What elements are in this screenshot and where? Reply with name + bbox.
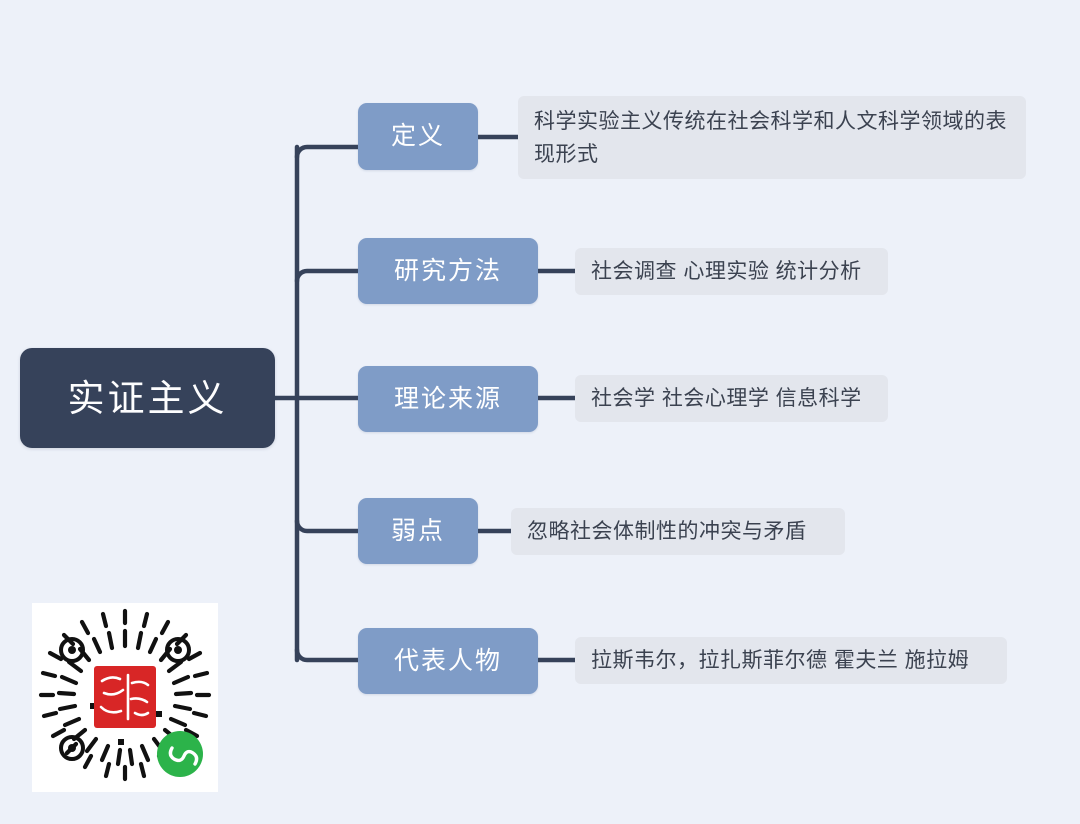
leaf-box-text: 拉斯韦尔，拉扎斯菲尔德 霍夫兰 施拉姆 <box>591 649 970 672</box>
leaf-box-definition[interactable]: 科学实验主义传统在社会科学和人文科学领域的表现形式 <box>518 96 1026 179</box>
connector-branch-5 <box>294 647 361 663</box>
branch-node-definition[interactable]: 定义 <box>358 103 478 170</box>
branch-node-label: 代表人物 <box>393 646 502 675</box>
wechat-miniprogram-qr-icon <box>32 603 218 792</box>
qr-code-panel[interactable] <box>32 603 218 792</box>
branch-node-theory-source[interactable]: 理论来源 <box>358 366 538 432</box>
leaf-box-key-figures[interactable]: 拉斯韦尔，拉扎斯菲尔德 霍夫兰 施拉姆 <box>575 637 1007 684</box>
branch-node-label: 弱点 <box>390 516 445 545</box>
root-node-label: 实证主义 <box>67 377 228 419</box>
seal-logo <box>94 666 156 728</box>
connector-branch-1 <box>294 144 361 160</box>
branch-node-label: 理论来源 <box>393 384 502 413</box>
connector-branch-2 <box>294 268 361 284</box>
branch-node-weakness[interactable]: 弱点 <box>358 498 478 564</box>
leaf-box-text: 社会学 社会心理学 信息科学 <box>591 387 862 410</box>
leaf-box-weakness[interactable]: 忽略社会体制性的冲突与矛盾 <box>511 508 845 555</box>
branch-node-key-figures[interactable]: 代表人物 <box>358 628 538 694</box>
leaf-box-text: 忽略社会体制性的冲突与矛盾 <box>527 520 807 543</box>
leaf-box-theory-source[interactable]: 社会学 社会心理学 信息科学 <box>575 375 888 422</box>
branch-node-label: 定义 <box>390 122 445 150</box>
branch-node-research-method[interactable]: 研究方法 <box>358 238 538 304</box>
leaf-box-research-method[interactable]: 社会调查 心理实验 统计分析 <box>575 248 888 295</box>
wechat-miniprogram-badge <box>157 731 203 777</box>
connector-branch-4 <box>294 518 361 534</box>
branch-node-label: 研究方法 <box>393 256 502 285</box>
root-node[interactable]: 实证主义 <box>20 348 275 448</box>
leaf-box-text: 社会调查 心理实验 统计分析 <box>591 260 862 283</box>
leaf-box-text: 科学实验主义传统在社会科学和人文科学领域的表现形式 <box>534 109 1007 166</box>
